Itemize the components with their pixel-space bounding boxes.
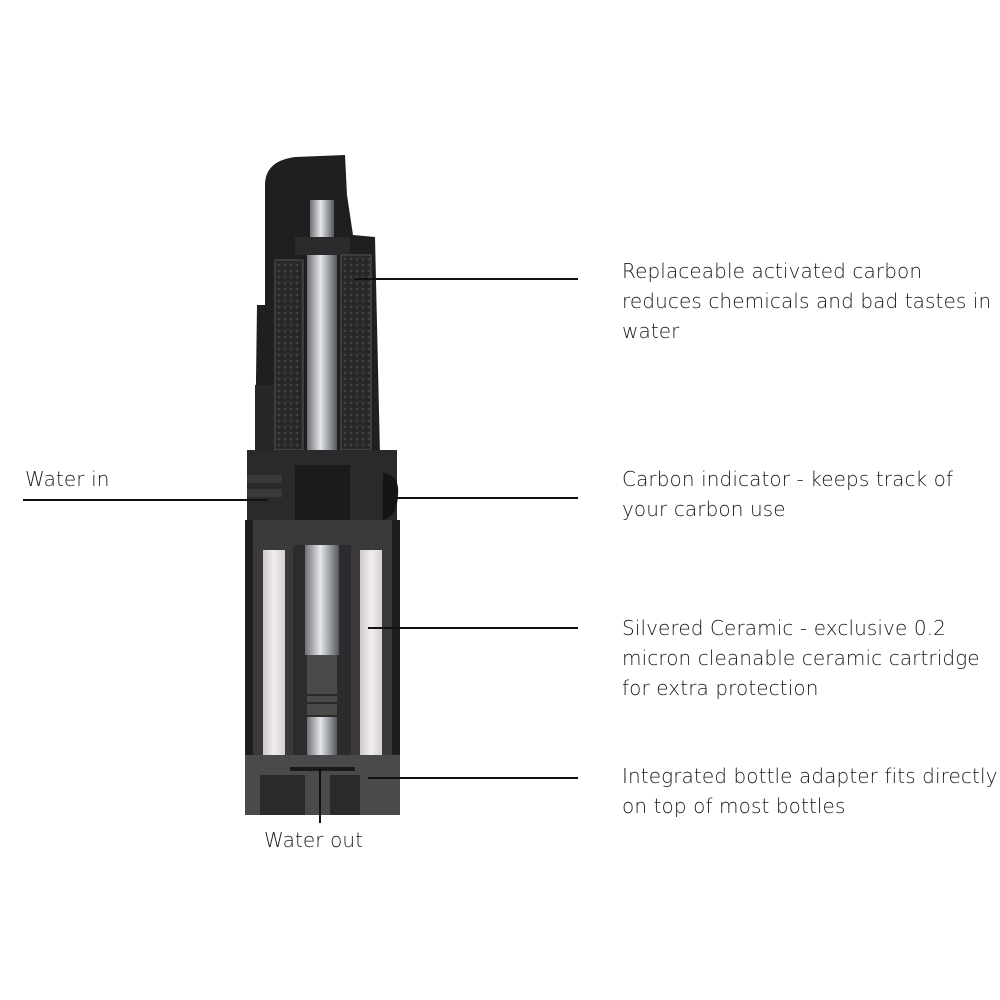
indicator-callout-line2: your carbon use: [622, 497, 786, 521]
central-rod-lower: [305, 545, 339, 655]
leader-line-water-in: [23, 499, 268, 501]
water-out-label: Water out: [264, 828, 364, 852]
carbon-callout-line2: reduces chemicals and bad tastes in: [622, 289, 992, 313]
ceramic-callout-line2: micron cleanable ceramic cartridge: [622, 646, 980, 670]
carbon-callout-line1: Replaceable activated carbon: [622, 259, 923, 283]
carbon-callout-line3: water: [622, 319, 680, 343]
ceramic-callout: Silvered Ceramic - exclusive 0.2 micron …: [622, 613, 980, 703]
threaded-section: [307, 655, 337, 715]
ceramic-callout-line1: Silvered Ceramic - exclusive 0.2: [622, 616, 946, 640]
indicator-callout-line1: Carbon indicator - keeps track of: [622, 467, 954, 491]
carbon-chamber-right: [340, 254, 372, 451]
carbon-chamber-left: [274, 259, 304, 451]
central-rod-upper: [307, 255, 337, 475]
ceramic-callout-line3: for extra protection: [622, 676, 819, 700]
leader-line-ceramic: [368, 627, 578, 629]
top-rod: [310, 200, 334, 240]
adapter-callout-line1: Integrated bottle adapter fits directly: [622, 764, 998, 788]
carbon-callout: Replaceable activated carbon reduces che…: [622, 256, 991, 346]
leader-line-carbon: [355, 278, 578, 280]
filter-cartridge-cutaway: [245, 155, 400, 815]
leader-line-adapter: [368, 777, 578, 779]
ceramic-left: [263, 550, 285, 755]
adapter-callout-line2: on top of most bottles: [622, 794, 846, 818]
ceramic-right: [360, 550, 382, 755]
leader-line-water-out: [319, 768, 321, 823]
water-in-label: Water in: [25, 467, 110, 491]
bottle-adapter: [245, 755, 400, 815]
adapter-callout: Integrated bottle adapter fits directly …: [622, 761, 998, 821]
leader-line-indicator: [395, 497, 578, 499]
indicator-callout: Carbon indicator - keeps track of your c…: [622, 464, 953, 524]
